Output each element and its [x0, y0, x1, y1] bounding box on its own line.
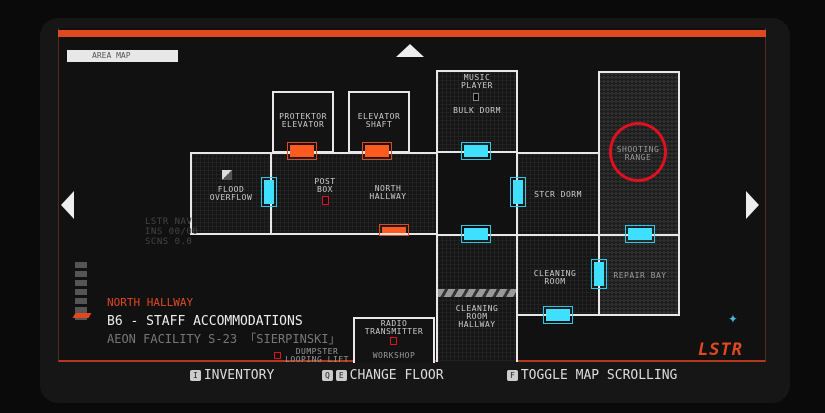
label-repair-bay: REPAIR BAY [613, 271, 667, 280]
label-radio-transmitter: RADIO TRANSMITTER [364, 319, 424, 336]
lstr-emblem-icon: ✦ [728, 308, 738, 327]
label-dumpster-looping-lift: DUMPSTER LOOPING LIFT [285, 347, 349, 364]
music-player-icon[interactable] [473, 93, 479, 101]
dumpster-icon[interactable] [274, 352, 281, 359]
scroll-up-arrow[interactable] [396, 44, 424, 57]
door-open[interactable] [543, 306, 573, 324]
door-locked[interactable] [287, 142, 317, 160]
scroll-left-arrow[interactable] [61, 191, 74, 219]
room-cleaning-room-hallway[interactable] [436, 234, 518, 362]
current-floor-marker [72, 313, 92, 318]
label-stcr-dorm: STCR DORM [534, 190, 582, 199]
door-open[interactable] [510, 177, 526, 207]
room-stcr-dorm[interactable] [516, 152, 600, 236]
scroll-right-arrow[interactable] [746, 191, 759, 219]
label-post-box: POST BOX [314, 177, 336, 194]
highlight-circle [609, 122, 667, 182]
label-workshop: WORKSHOP [372, 351, 416, 360]
label-protektor-elevator: PROTEKTOR ELEVATOR [279, 112, 327, 129]
door-open[interactable] [625, 225, 655, 243]
label-flood-overflow: FLOOD OVERFLOW [209, 185, 253, 202]
lstr-logo: LSTR [698, 340, 743, 360]
post-box-icon[interactable] [322, 196, 329, 205]
nav-readout: LSTR NAV INS 00/00 SCNS 0.0 [145, 217, 199, 247]
hint-label: INVENTORY [203, 368, 275, 383]
label-cleaning-room: CLEANING ROOM [533, 269, 577, 286]
key-icon: I [190, 370, 201, 381]
top-accent-bar [58, 30, 766, 37]
area-map-title: AREA MAP [67, 50, 178, 62]
floor-indicator [75, 262, 87, 320]
stairs-icon [222, 170, 232, 180]
door-open[interactable] [461, 142, 491, 160]
room-flood-overflow[interactable] [190, 152, 272, 235]
label-bulk-dorm: BULK DORM [453, 106, 501, 115]
room-north-hallway[interactable] [270, 152, 438, 235]
room-cleaning-room[interactable] [516, 234, 600, 316]
key-icon: F [507, 370, 518, 381]
door-locked[interactable] [379, 224, 409, 236]
radio-icon[interactable] [390, 337, 397, 345]
facility-name: AEON FACILITY S-23 「SIERPINSKI」 [107, 332, 341, 346]
current-floor: B6 - STAFF ACCOMMODATIONS [107, 314, 303, 329]
label-north-hallway: NORTH HALLWAY [369, 184, 407, 201]
hazard-stripe [438, 289, 516, 297]
hint-label: CHANGE FLOOR [349, 368, 444, 383]
door-locked[interactable] [362, 142, 392, 160]
door-open[interactable] [591, 259, 607, 289]
room-repair-bay[interactable] [598, 234, 680, 316]
room-radio-transmitter[interactable] [353, 317, 435, 363]
label-music-player: MUSIC PLAYER [461, 73, 493, 90]
door-open[interactable] [461, 225, 491, 243]
door-open[interactable] [261, 177, 277, 207]
hint-label: TOGGLE MAP SCROLLING [520, 368, 678, 383]
key-icon: E [335, 370, 347, 381]
label-cleaning-room-hallway: CLEANING ROOM HALLWAY [455, 304, 499, 329]
label-elevator-shaft: ELEVATOR SHAFT [357, 112, 401, 129]
current-room: NORTH HALLWAY [107, 296, 194, 309]
key-icon: Q [322, 370, 333, 381]
